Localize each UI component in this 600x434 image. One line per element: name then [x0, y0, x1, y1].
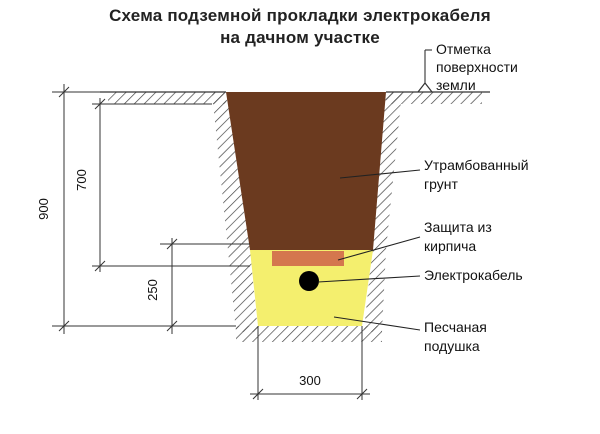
dimension-250 [160, 238, 250, 334]
brick-label-line-1: Защита из [424, 219, 492, 235]
dimension-900 [52, 84, 236, 334]
surface-label-line-3: земли [436, 77, 476, 93]
dimension-250-label: 250 [145, 279, 160, 301]
cable-leader-line [317, 275, 421, 283]
dimension-900-label: 900 [36, 198, 51, 220]
diagram-title-line-2: на дачном участке [220, 28, 380, 47]
dimension-300-label: 300 [299, 373, 321, 388]
dimension-300 [250, 326, 370, 400]
sand-leader-line [333, 316, 421, 331]
soil-label-line-1: Утрамбованный [424, 157, 529, 173]
cable-label: Электрокабель [424, 267, 523, 283]
surface-level-marker [417, 49, 433, 93]
cable-cross-section [299, 271, 319, 291]
surface-label-line-1: Отметка [436, 41, 491, 57]
dimension-700-label: 700 [74, 169, 89, 191]
ground-surface-hatching [100, 91, 490, 104]
compacted-soil-layer [226, 92, 386, 250]
soil-leader-line [339, 169, 421, 179]
surface-label-line-2: поверхности [436, 59, 518, 75]
diagram-title-line-1: Схема подземной прокладки электрокабеля [109, 6, 491, 25]
soil-label-line-2: грунт [424, 176, 458, 192]
sand-label-line-1: Песчаная [424, 319, 487, 335]
dimension-700 [92, 98, 250, 272]
brick-protection [272, 251, 344, 266]
brick-label-line-2: кирпича [424, 238, 476, 254]
brick-leader-line [337, 236, 421, 261]
sand-label-line-2: подушка [424, 338, 480, 354]
trench-wall-hatching [212, 92, 402, 342]
